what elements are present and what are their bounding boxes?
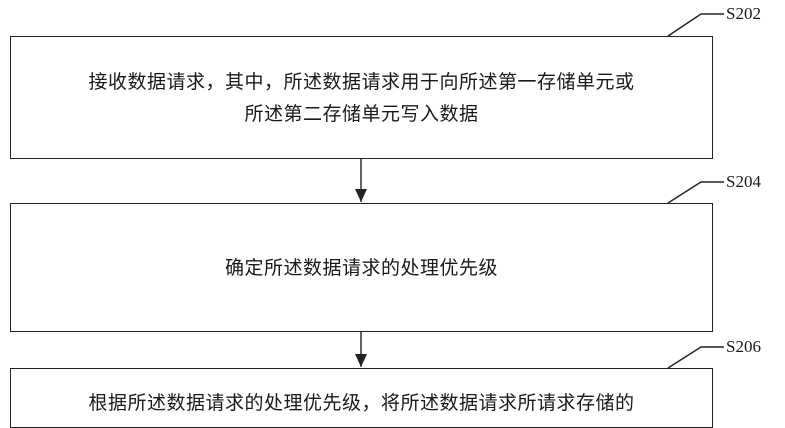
arrowhead-s206 — [355, 354, 367, 367]
step-box-s204: 确定所述数据请求的处理优先级 — [10, 203, 713, 332]
step-text-s206-line1: 根据所述数据请求的处理优先级，将所述数据请求所请求存储的 — [88, 392, 635, 414]
step-text-s202: 接收数据请求，其中，所述数据请求用于向所述第一存储单元或 所述第二存储单元写入数… — [17, 66, 707, 130]
step-text-s206: 根据所述数据请求的处理优先级，将所述数据请求所请求存储的 — [17, 369, 707, 419]
leader-line-s206 — [667, 346, 724, 369]
step-text-s202-line1: 接收数据请求，其中，所述数据请求用于向所述第一存储单元或 — [88, 70, 635, 93]
flowchart-canvas: S202 S204 S206 接收数据请求，其中，所述数据请求用于向所述第一存储… — [10, 4, 761, 428]
step-label-s204: S204 — [726, 172, 761, 191]
step-label-s202: S202 — [726, 4, 761, 23]
step-text-s202-line2: 所述第二存储单元写入数据 — [244, 102, 479, 125]
leader-line-s202 — [667, 13, 724, 37]
step-box-s202: 接收数据请求，其中，所述数据请求用于向所述第一存储单元或 所述第二存储单元写入数… — [10, 36, 713, 159]
arrowhead-s204 — [355, 189, 367, 202]
connector-lines — [355, 13, 724, 369]
step-box-s206: 根据所述数据请求的处理优先级，将所述数据请求所请求存储的 — [10, 368, 713, 428]
step-text-s204: 确定所述数据请求的处理优先级 — [17, 252, 707, 284]
leader-line-s204 — [667, 181, 724, 204]
step-text-s204-line1: 确定所述数据请求的处理优先级 — [224, 256, 498, 279]
step-label-s206: S206 — [726, 337, 761, 356]
